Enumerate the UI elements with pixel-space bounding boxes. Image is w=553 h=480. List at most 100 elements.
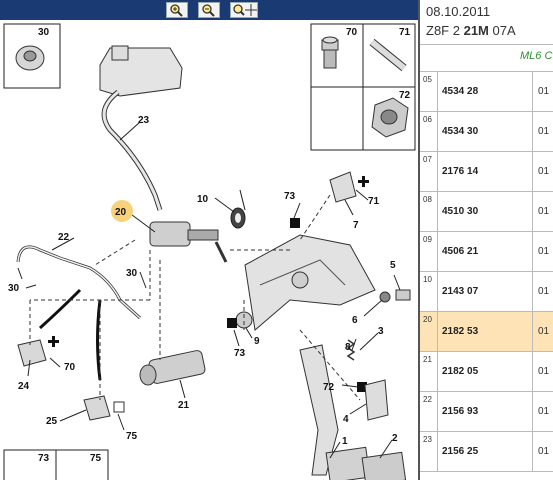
- callout-73-upper: 73: [284, 191, 296, 202]
- nut-30-part: [15, 45, 45, 71]
- bolt-70-part: [321, 36, 339, 69]
- header-code-bold: 21M: [463, 23, 489, 38]
- callout-7: 7: [353, 220, 359, 231]
- quantity: 01: [538, 246, 550, 257]
- header-code: Z8F 2 21M 07A: [426, 23, 516, 38]
- callout-20-highlight: [111, 200, 133, 222]
- row-index: 10: [420, 272, 438, 311]
- parts-list: 05 4534 28 01 06 4534 30 01 07 2176 14 01 08 4510 …: [420, 72, 553, 472]
- bolt-71-part: [369, 38, 407, 72]
- table-row[interactable]: 22 2156 93 01: [420, 392, 553, 432]
- row-index: 08: [420, 192, 438, 231]
- row-index: 23: [420, 432, 438, 471]
- part-number[interactable]: 2156 25: [442, 446, 479, 457]
- fluid-reservoir-part: [99, 45, 183, 97]
- header-code-prefix: Z8F 2: [426, 23, 460, 38]
- spring-8-part: [346, 339, 356, 361]
- row-index: 09: [420, 232, 438, 271]
- row-index: 07: [420, 152, 438, 191]
- callout-72-mid: 72: [323, 382, 335, 393]
- callout-73-bottom: 73: [38, 453, 50, 464]
- zoom-move-button[interactable]: [230, 2, 258, 18]
- callout-5: 5: [390, 260, 396, 271]
- part-number[interactable]: 2143 07: [442, 286, 479, 297]
- row-index: 21: [420, 352, 438, 391]
- quantity: 01: [538, 166, 550, 177]
- part-number[interactable]: 2176 14: [442, 166, 479, 177]
- quantity: 01: [538, 126, 550, 137]
- part-number[interactable]: 4534 28: [442, 86, 479, 97]
- callout-22: 22: [58, 232, 70, 243]
- zoom-out-button[interactable]: [198, 2, 220, 18]
- zoom-in-button[interactable]: [166, 2, 188, 18]
- slave-cylinder-21-part: [139, 350, 206, 386]
- diagram-canvas: 30 70 71 72 23 20 10 22 30 30 73 71 7 5 …: [3, 23, 416, 480]
- quantity: 01: [538, 286, 550, 297]
- table-row[interactable]: 21 2182 05 01: [420, 352, 553, 392]
- zoom-in-icon: [170, 4, 183, 17]
- row-index: 20: [420, 312, 438, 351]
- callout-2: 2: [392, 433, 398, 444]
- part-number[interactable]: 2156 93: [442, 406, 479, 417]
- callout-23: 23: [138, 115, 150, 126]
- callout-71-top: 71: [399, 27, 411, 38]
- table-row[interactable]: 06 4534 30 01: [420, 112, 553, 152]
- row-index: 22: [420, 392, 438, 431]
- master-cylinder-20-part: [149, 221, 228, 263]
- row-index: 05: [420, 72, 438, 111]
- callout-25: 25: [46, 416, 58, 427]
- callout-75-mid: 75: [126, 431, 138, 442]
- header-code-suffix: 07A: [492, 23, 516, 38]
- callout-72-top: 72: [399, 90, 411, 101]
- callout-30-mid: 30: [126, 268, 138, 279]
- table-row[interactable]: 20 2182 53 01: [420, 312, 553, 352]
- quantity: 01: [538, 446, 550, 457]
- quantity: 01: [538, 366, 550, 377]
- switch-5-part: [395, 289, 411, 301]
- callout-10: 10: [197, 194, 209, 205]
- header-note: ML6 C: [520, 50, 553, 62]
- table-row[interactable]: 07 2176 14 01: [420, 152, 553, 192]
- header-date: 08.10.2011: [426, 4, 491, 19]
- part-number[interactable]: 4506 21: [442, 246, 479, 257]
- callout-71-mid: 71: [368, 196, 380, 207]
- row-index: 06: [420, 112, 438, 151]
- pedal-bracket-part: [244, 234, 376, 331]
- callout-24: 24: [18, 381, 30, 392]
- callout-3: 3: [378, 326, 384, 337]
- quantity: 01: [538, 326, 550, 337]
- clutch-pedal-part: [299, 344, 407, 480]
- bracket-24-part: [17, 339, 47, 367]
- callout-73-lower: 73: [234, 348, 246, 359]
- table-row[interactable]: 10 2143 07 01: [420, 272, 553, 312]
- table-row[interactable]: 05 4534 28 01: [420, 72, 553, 112]
- table-row[interactable]: 08 4510 30 01: [420, 192, 553, 232]
- callout-21: 21: [178, 400, 190, 411]
- table-row[interactable]: 23 2156 25 01: [420, 432, 553, 472]
- quantity: 01: [538, 86, 550, 97]
- part-number[interactable]: 4510 30: [442, 206, 479, 217]
- callout-9: 9: [254, 336, 260, 347]
- callout-75-bottom: 75: [90, 453, 102, 464]
- quantity: 01: [538, 406, 550, 417]
- diagram-toolbar: [0, 0, 418, 20]
- part-number[interactable]: 2182 53: [442, 326, 479, 337]
- callout-30-top: 30: [38, 27, 50, 38]
- callout-70-top: 70: [346, 27, 358, 38]
- callout-30-left: 30: [8, 283, 20, 294]
- clip-25-part: [83, 395, 111, 421]
- callout-4: 4: [343, 414, 349, 425]
- square-73-part: [290, 218, 300, 228]
- exploded-parts-diagram[interactable]: 30 70 71 72 23 20 10 22 30 30 73 71 7 5 …: [0, 0, 418, 480]
- callout-20: 20: [115, 207, 127, 218]
- zoom-out-icon: [202, 4, 215, 17]
- bracket-4-part: [364, 379, 389, 421]
- nut-72-part: [371, 97, 409, 138]
- part-number[interactable]: 2182 05: [442, 366, 479, 377]
- quantity: 01: [538, 206, 550, 217]
- table-row[interactable]: 09 4506 21 01: [420, 232, 553, 272]
- part-number[interactable]: 4534 30: [442, 126, 479, 137]
- bracket-7-part: [329, 171, 357, 203]
- zoom-move-icon: [233, 4, 257, 16]
- parts-list-panel: 08.10.2011 Z8F 2 21M 07A ML6 C 05 4534 28…: [418, 0, 553, 480]
